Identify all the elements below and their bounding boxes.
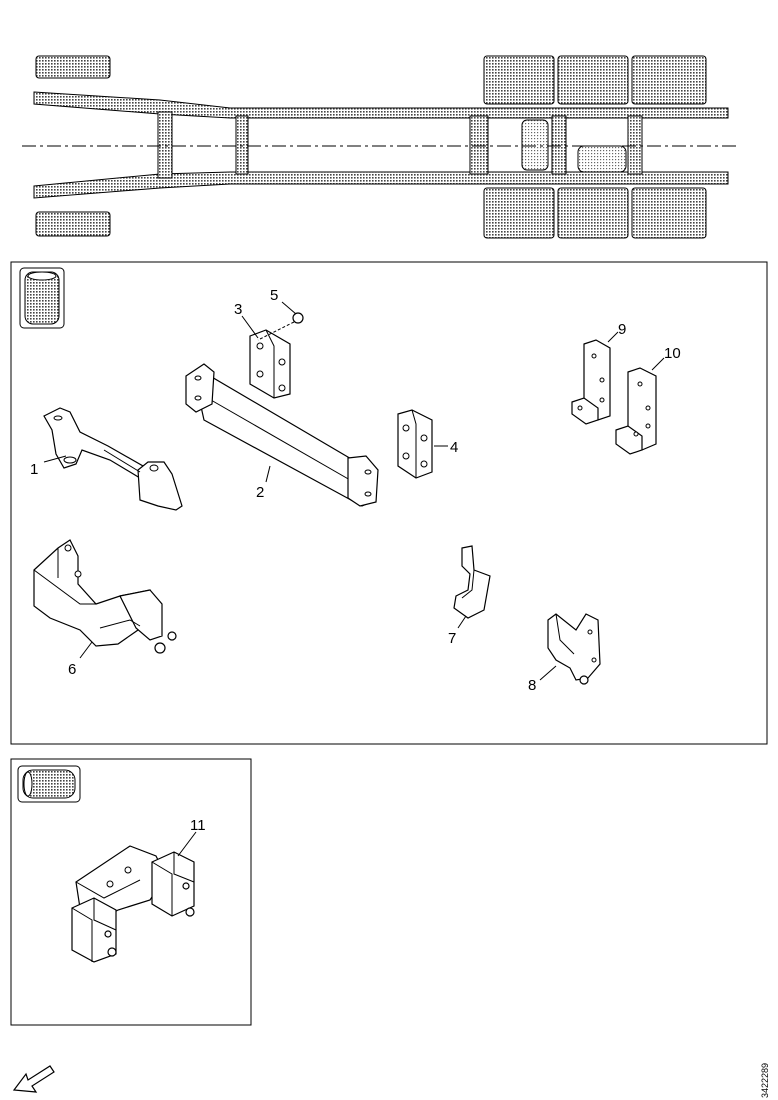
part-11-bracket-assembly bbox=[71, 845, 195, 963]
front-direction-arrow-icon bbox=[12, 1065, 55, 1093]
part-1-bracket bbox=[43, 407, 183, 511]
callout-3: 3 bbox=[234, 301, 242, 318]
callout-2: 2 bbox=[256, 484, 264, 501]
callout-10: 10 bbox=[664, 345, 681, 362]
front-wheel-left bbox=[35, 55, 111, 79]
rear-wheel bbox=[631, 55, 707, 105]
callout-8: 8 bbox=[528, 677, 536, 694]
frame-rail-lower bbox=[33, 171, 729, 199]
part-9-angle-bracket bbox=[571, 339, 611, 425]
rear-wheel bbox=[557, 55, 629, 105]
rear-wheel bbox=[483, 55, 555, 105]
part-10-angle-bracket bbox=[615, 367, 657, 455]
part-7-curved-clip bbox=[453, 545, 491, 619]
tank-upright bbox=[521, 119, 549, 171]
callout-7: 7 bbox=[448, 630, 456, 647]
rear-wheel bbox=[631, 187, 707, 239]
part-6-cradle-bracket bbox=[33, 539, 177, 654]
chassis-overview bbox=[22, 55, 740, 239]
cross-member bbox=[235, 115, 249, 175]
callout-4: 4 bbox=[450, 439, 458, 456]
frame-rail-upper bbox=[33, 91, 729, 119]
cylinder-tank-upright-icon bbox=[19, 267, 65, 329]
tank-horizontal bbox=[577, 145, 627, 173]
cross-member bbox=[469, 115, 489, 175]
cross-member bbox=[551, 115, 567, 175]
cross-member bbox=[157, 111, 173, 179]
part-5-bolt bbox=[257, 312, 304, 341]
part-2-cross-member bbox=[185, 363, 379, 507]
callout-5: 5 bbox=[270, 287, 278, 304]
cylinder-tank-horizontal-icon bbox=[17, 765, 81, 803]
callout-11: 11 bbox=[190, 817, 206, 834]
callout-1: 1 bbox=[30, 461, 38, 478]
parts-panel-secondary bbox=[10, 758, 252, 1026]
front-wheel-right bbox=[35, 211, 111, 237]
cross-member bbox=[627, 115, 643, 175]
part-3-plate bbox=[249, 329, 291, 399]
document-number: 3422289 bbox=[760, 1063, 770, 1098]
rear-wheel bbox=[483, 187, 555, 239]
parts-panel-main bbox=[10, 261, 768, 745]
rear-wheel bbox=[557, 187, 629, 239]
part-8-curved-bracket bbox=[547, 613, 601, 685]
callout-9: 9 bbox=[618, 321, 626, 338]
callout-6: 6 bbox=[68, 661, 76, 678]
part-4-plate bbox=[397, 409, 433, 479]
